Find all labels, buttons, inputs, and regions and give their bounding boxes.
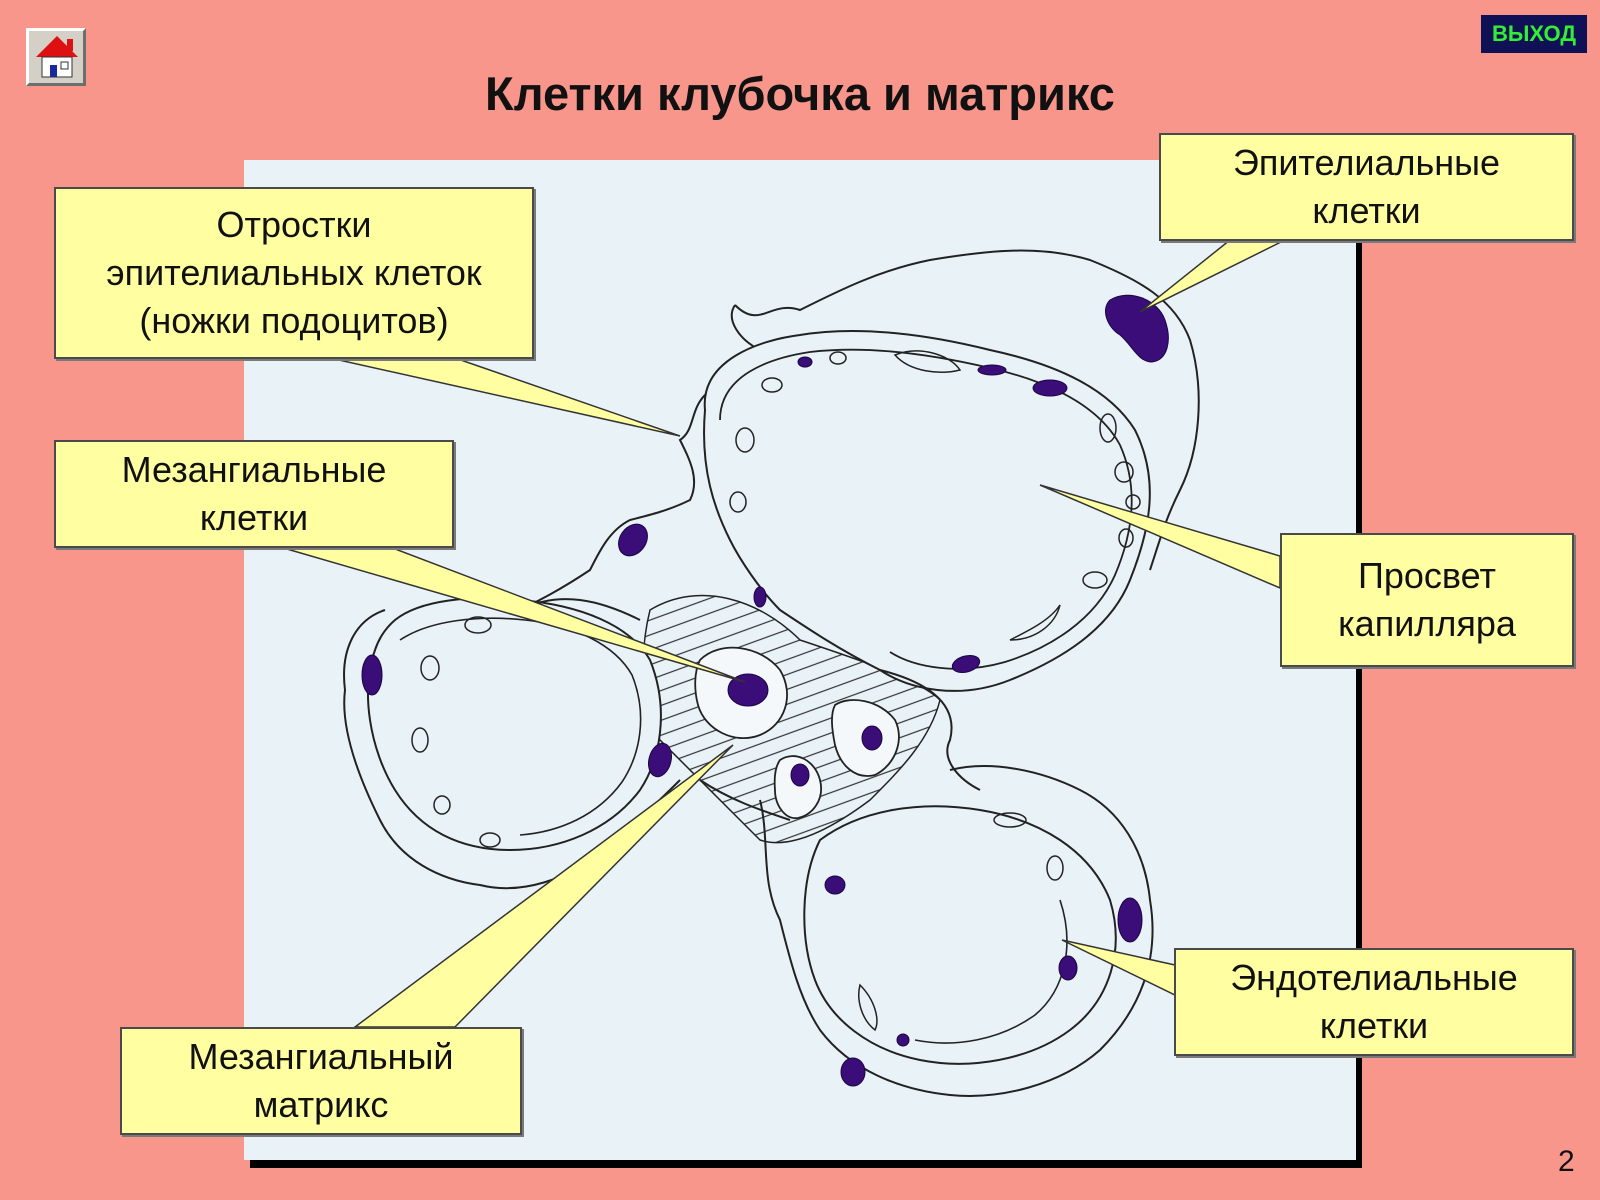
nucleus — [824, 875, 846, 895]
label-capillary-lumen: Просвет капилляра — [1280, 533, 1574, 667]
nucleus — [951, 654, 981, 674]
page-number: 2 — [1558, 1145, 1575, 1178]
mesangial-nucleus — [727, 673, 769, 707]
epithelial-outline-top — [734, 249, 1200, 571]
endothelium-top — [719, 348, 1133, 670]
leader-epithelial — [1139, 239, 1286, 313]
epithelial-outline-bottom — [759, 765, 1154, 1097]
exit-button[interactable]: ВЫХОД — [1481, 15, 1587, 53]
label-endothelial-cells: Эндотелиальные клетки — [1174, 948, 1574, 1056]
nucleus — [977, 364, 1007, 376]
nucleus — [618, 523, 648, 557]
epithelial-nucleus — [1105, 294, 1169, 363]
nucleus — [840, 1057, 866, 1087]
label-mesangial-matrix: Мезангиальный матрикс — [120, 1027, 522, 1135]
label-line: Отростки — [216, 204, 372, 245]
page-title: Клетки клубочка и матрикс — [485, 67, 1115, 120]
label-epithelial-cells: Эпителиальные клетки — [1159, 133, 1574, 241]
capillary-loop-bottom — [803, 805, 1117, 1065]
leader-podocyte — [329, 357, 681, 437]
nucleus — [1117, 897, 1143, 943]
vesicles — [411, 350, 1141, 1032]
home-button[interactable] — [26, 28, 86, 86]
nucleus — [861, 725, 883, 751]
label-line: (ножки подоцитов) — [139, 300, 449, 341]
nucleus — [753, 586, 767, 608]
mesangial-cell-3 — [773, 755, 822, 819]
nucleus — [797, 356, 813, 368]
label-line: Эпителиальные — [1232, 142, 1501, 183]
label-line: Мезангиальный — [188, 1036, 454, 1077]
label-line: Мезангиальные — [121, 449, 387, 490]
label-podocyte-processes: Отростки эпителиальных клеток (ножки под… — [54, 187, 534, 359]
label-line: клетки — [199, 497, 309, 538]
label-line: клетки — [1312, 190, 1421, 231]
nucleus — [1032, 379, 1068, 397]
endothelial-nucleus — [1058, 955, 1078, 981]
label-line: Просвет — [1358, 555, 1496, 596]
label-line: матрикс — [253, 1084, 389, 1125]
nucleus — [896, 1033, 910, 1047]
nucleus — [790, 763, 810, 787]
label-line: эпителиальных клеток — [106, 252, 482, 293]
house-icon — [36, 36, 78, 78]
endothelium-left — [399, 617, 642, 836]
label-line: Эндотелиальные — [1230, 957, 1518, 998]
nucleus — [361, 654, 383, 696]
label-line: капилляра — [1338, 603, 1516, 644]
label-mesangial-cells: Мезангиальные клетки — [54, 440, 454, 548]
nuclei — [361, 294, 1169, 1087]
nucleus — [647, 742, 673, 778]
label-line: клетки — [1319, 1005, 1429, 1046]
